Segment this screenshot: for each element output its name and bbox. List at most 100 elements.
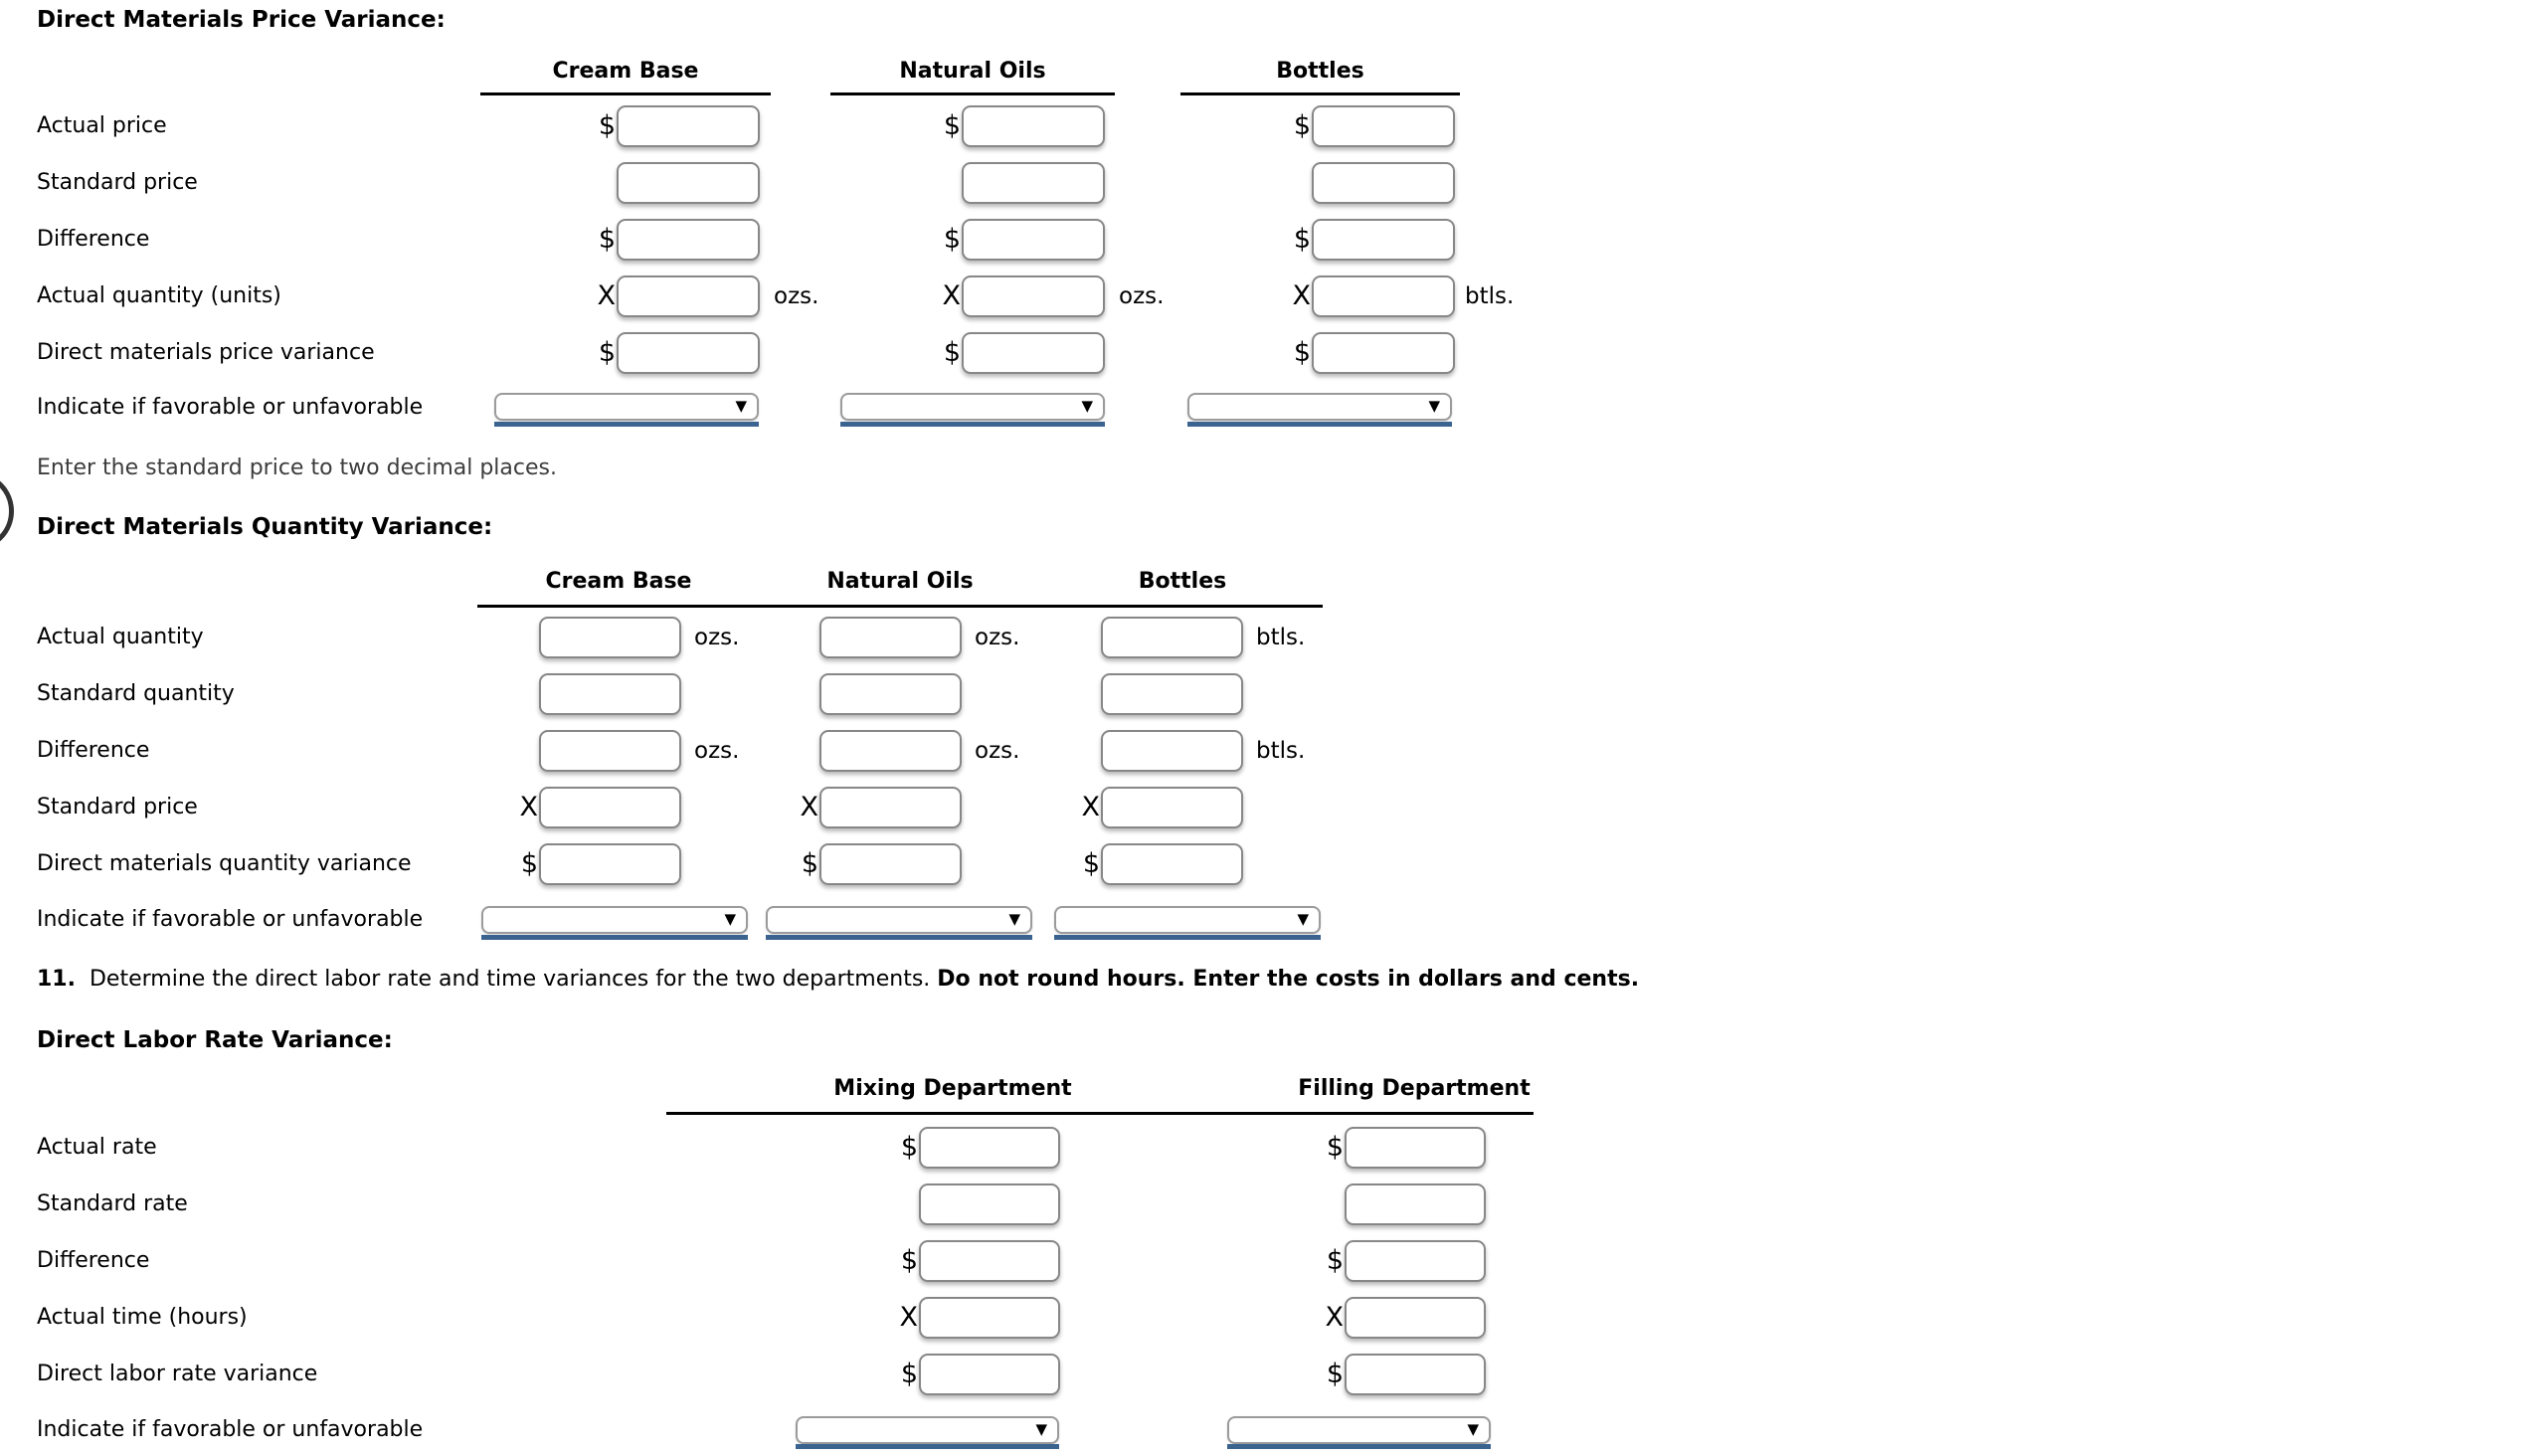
row-label: Difference xyxy=(37,1248,150,1273)
dollar-prefix: $ xyxy=(1326,1245,1344,1276)
dollar-prefix: $ xyxy=(900,1359,918,1389)
standard-price-bottles-input[interactable] xyxy=(1312,162,1455,204)
instruction-11: 11.Determine the direct labor rate and t… xyxy=(37,965,1639,995)
standard-price-bottles-input[interactable] xyxy=(1101,787,1243,828)
actual-quantity-bottles-input[interactable] xyxy=(1312,275,1455,317)
actual-quantity-bottles-input[interactable] xyxy=(1101,617,1243,658)
actual-time-mixing-input[interactable] xyxy=(919,1297,1060,1339)
favorable-select-natural-oils[interactable]: ▼ xyxy=(766,906,1032,934)
column-header-filling-department: Filling Department xyxy=(1298,1076,1531,1101)
dollar-prefix: $ xyxy=(598,337,616,368)
actual-quantity-natural-oils-input[interactable] xyxy=(962,275,1105,317)
actual-quantity-cream-base-input[interactable] xyxy=(617,275,760,317)
standard-quantity-natural-oils-input[interactable] xyxy=(819,673,962,715)
multiply-prefix: X xyxy=(800,792,819,822)
instruction-bold-text: Do not round hours. Enter the costs in d… xyxy=(937,967,1640,992)
unit-suffix: ozs. xyxy=(694,625,740,650)
difference-cream-base-input[interactable] xyxy=(617,219,760,261)
difference-natural-oils-input[interactable] xyxy=(962,219,1105,261)
unit-suffix: ozs. xyxy=(975,738,1020,764)
caret-down-icon: ▼ xyxy=(1081,397,1093,416)
difference-mixing-input[interactable] xyxy=(919,1240,1060,1282)
row-label: Indicate if favorable or unfavorable xyxy=(37,1417,424,1442)
dollar-prefix: $ xyxy=(801,848,818,879)
caret-down-icon: ▼ xyxy=(1428,397,1440,416)
unit-suffix: btls. xyxy=(1465,283,1515,309)
favorable-select-cream-base[interactable]: ▼ xyxy=(481,906,748,934)
select-accent-bar xyxy=(1227,1444,1491,1449)
actual-price-bottles-input[interactable] xyxy=(1312,105,1455,147)
column-header-cream-base: Cream Base xyxy=(545,569,692,594)
dollar-prefix: $ xyxy=(1326,1359,1344,1389)
standard-rate-filling-input[interactable] xyxy=(1345,1183,1486,1225)
difference-bottles-input[interactable] xyxy=(1312,219,1455,261)
difference-cream-base-input[interactable] xyxy=(539,730,681,772)
instruction-number: 11. xyxy=(37,967,76,992)
standard-quantity-cream-base-input[interactable] xyxy=(539,673,681,715)
favorable-select-filling[interactable]: ▼ xyxy=(1227,1416,1491,1444)
section-title-dm-quantity-variance: Direct Materials Quantity Variance: xyxy=(37,514,493,540)
column-header-cream-base: Cream Base xyxy=(552,59,699,84)
column-header-natural-oils: Natural Oils xyxy=(899,59,1046,84)
unit-suffix: btls. xyxy=(1256,738,1306,764)
difference-natural-oils-input[interactable] xyxy=(819,730,962,772)
favorable-select-bottles[interactable]: ▼ xyxy=(1054,906,1321,934)
actual-quantity-natural-oils-input[interactable] xyxy=(819,617,962,658)
dm-quantity-variance-bottles-input[interactable] xyxy=(1101,843,1243,885)
actual-quantity-cream-base-input[interactable] xyxy=(539,617,681,658)
dollar-prefix: $ xyxy=(1293,337,1311,368)
standard-price-natural-oils-input[interactable] xyxy=(819,787,962,828)
unit-suffix: btls. xyxy=(1256,625,1306,650)
unit-suffix: ozs. xyxy=(1119,283,1165,309)
dm-price-variance-bottles-input[interactable] xyxy=(1312,332,1455,374)
actual-price-natural-oils-input[interactable] xyxy=(962,105,1105,147)
select-accent-bar xyxy=(840,422,1105,427)
standard-rate-mixing-input[interactable] xyxy=(919,1183,1060,1225)
dl-rate-variance-filling-input[interactable] xyxy=(1345,1354,1486,1395)
actual-price-cream-base-input[interactable] xyxy=(617,105,760,147)
row-label: Actual rate xyxy=(37,1135,157,1160)
favorable-select-mixing[interactable]: ▼ xyxy=(796,1416,1059,1444)
header-underline xyxy=(830,92,1115,95)
dollar-prefix: $ xyxy=(1326,1132,1344,1163)
row-label: Standard price xyxy=(37,795,198,819)
row-label: Actual price xyxy=(37,113,167,138)
actual-rate-filling-input[interactable] xyxy=(1345,1127,1486,1169)
standard-quantity-bottles-input[interactable] xyxy=(1101,673,1243,715)
dm-quantity-variance-cream-base-input[interactable] xyxy=(539,843,681,885)
multiply-prefix: X xyxy=(899,1302,919,1333)
row-label: Direct labor rate variance xyxy=(37,1362,318,1386)
standard-price-natural-oils-input[interactable] xyxy=(962,162,1105,204)
caret-down-icon: ▼ xyxy=(735,397,747,416)
caret-down-icon: ▼ xyxy=(724,910,736,929)
dl-rate-variance-mixing-input[interactable] xyxy=(919,1354,1060,1395)
actual-time-filling-input[interactable] xyxy=(1345,1297,1486,1339)
dm-quantity-variance-natural-oils-input[interactable] xyxy=(819,843,962,885)
dm-price-variance-natural-oils-input[interactable] xyxy=(962,332,1105,374)
multiply-prefix: X xyxy=(1325,1302,1345,1333)
difference-filling-input[interactable] xyxy=(1345,1240,1486,1282)
actual-rate-mixing-input[interactable] xyxy=(919,1127,1060,1169)
row-label: Direct materials price variance xyxy=(37,340,375,365)
caret-down-icon: ▼ xyxy=(1297,910,1309,929)
column-header-bottles: Bottles xyxy=(1276,59,1364,84)
favorable-select-cream-base[interactable]: ▼ xyxy=(494,393,759,421)
dollar-prefix: $ xyxy=(900,1132,918,1163)
standard-price-cream-base-input[interactable] xyxy=(539,787,681,828)
favorable-select-bottles[interactable]: ▼ xyxy=(1187,393,1452,421)
unit-suffix: ozs. xyxy=(774,283,819,309)
dollar-prefix: $ xyxy=(1293,110,1311,141)
dm-price-variance-cream-base-input[interactable] xyxy=(617,332,760,374)
column-header-natural-oils: Natural Oils xyxy=(826,569,974,594)
difference-bottles-input[interactable] xyxy=(1101,730,1243,772)
favorable-select-natural-oils[interactable]: ▼ xyxy=(840,393,1105,421)
dollar-prefix: $ xyxy=(598,224,616,255)
standard-price-cream-base-input[interactable] xyxy=(617,162,760,204)
standard-price-note: Enter the standard price to two decimal … xyxy=(37,455,557,480)
row-label: Difference xyxy=(37,738,150,763)
multiply-prefix: X xyxy=(1081,792,1101,822)
section-title-dl-rate-variance: Direct Labor Rate Variance: xyxy=(37,1027,393,1053)
row-label: Direct materials quantity variance xyxy=(37,851,412,876)
row-label: Difference xyxy=(37,227,150,252)
dollar-prefix: $ xyxy=(943,224,961,255)
